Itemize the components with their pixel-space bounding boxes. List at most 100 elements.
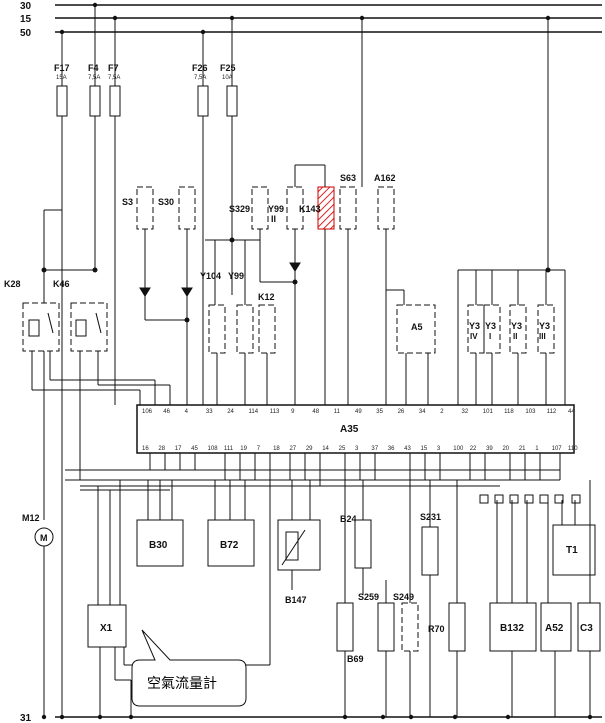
fuse-f26-rating: 7,5A (194, 75, 206, 81)
y3-i-sub-label: I (489, 332, 491, 341)
callout-bubble (131, 629, 247, 707)
ecu-pin-top: 48 (312, 409, 319, 415)
a5-label: A5 (411, 322, 423, 332)
ecu-pin-top: 49 (355, 409, 362, 415)
fuse-f17-label: F17 (54, 63, 70, 73)
ecu-pin-top: 24 (227, 409, 234, 415)
ecu-pin-bottom: 108 (208, 446, 219, 452)
ecu-pin-top: 35 (376, 409, 383, 415)
y3-iii-label: Y3 (539, 321, 550, 331)
ecu-pin-bottom: 39 (486, 446, 493, 452)
fuse-f7-label: F7 (108, 63, 119, 73)
ecu-pin-bottom: 20 (502, 446, 509, 452)
y3-iv-sub-label: IV (470, 332, 478, 341)
ecu-pin-bottom: 14 (322, 446, 329, 452)
ecu-pin-bottom: 100 (453, 446, 464, 452)
t1-label: T1 (566, 545, 578, 556)
ecu-pin-bottom: 18 (273, 446, 280, 452)
ecu-pin-bottom: 16 (142, 446, 149, 452)
ecu-pin-bottom: 107 (552, 446, 563, 452)
ecu-pin-top: 9 (291, 409, 295, 415)
s63-label: S63 (340, 173, 356, 183)
ecu-pin-top: 46 (163, 409, 170, 415)
callout-text: 空氣流量計 (147, 676, 217, 692)
s30-label: S30 (158, 197, 174, 207)
s259-label: S259 (358, 592, 379, 602)
s329-label: S329 (229, 204, 250, 214)
rail-30-label: 30 (20, 1, 32, 12)
y3-ii-sub-label: II (513, 332, 517, 341)
ecu-pin-top: 44 (568, 409, 575, 415)
ecu-pin-top: 114 (249, 409, 259, 415)
ecu-pin-top: 34 (419, 409, 426, 415)
ecu-pin-bottom: 15 (421, 446, 428, 452)
r70-label: R70 (428, 624, 445, 634)
ecu-pin-top: 33 (206, 409, 213, 415)
ecu-pin-bottom: 1 (535, 446, 539, 452)
ecu-pin-top: 103 (525, 409, 536, 415)
ecu-pin-top: 118 (504, 409, 514, 415)
ecu-pin-bottom: 3 (355, 446, 359, 452)
a162-label: A162 (374, 173, 396, 183)
ecu-pin-bottom: 36 (388, 446, 395, 452)
fuse-f7-rating: 7,5A (108, 75, 120, 81)
fuse-f26-label: F26 (192, 63, 208, 73)
ecu-a35 (136, 404, 575, 454)
ecu-pin-bottom: 37 (371, 446, 378, 452)
fuse-f4-rating: 7,5A (88, 75, 100, 81)
ecu-pin-bottom: 25 (339, 446, 346, 452)
ecu-pin-bottom: 22 (470, 446, 477, 452)
ecu-pin-top: 26 (398, 409, 405, 415)
x1-label: X1 (100, 623, 113, 634)
fuse-f25-rating: 10A (222, 75, 233, 81)
ecu-pin-bottom: 29 (306, 446, 313, 452)
ecu-pin-bottom: 43 (404, 446, 411, 452)
b72-label: B72 (220, 540, 239, 551)
ecu-pin-bottom: 17 (175, 446, 182, 452)
b69-label: B69 (347, 654, 364, 664)
rail-31-label: 31 (20, 713, 32, 723)
ecu-pin-top: 101 (483, 409, 494, 415)
ecu-pin-top: 2 (440, 409, 444, 415)
s3-label: S3 (122, 197, 133, 207)
fuse-f4-label: F4 (88, 63, 99, 73)
ecu-a35-label: A35 (340, 424, 359, 435)
y3-ii-label: Y3 (511, 321, 522, 331)
y104-label: Y104 (200, 271, 221, 281)
y3-iii-sub-label: III (539, 332, 546, 341)
ecu-pin-bottom: 28 (158, 446, 165, 452)
ecu-pin-bottom: 3 (437, 446, 441, 452)
y99-label: Y99 (228, 271, 244, 281)
ecu-pin-bottom: 19 (240, 446, 247, 452)
ecu-pin-bottom: 45 (191, 446, 198, 452)
y3-iv-label: Y3 (469, 321, 480, 331)
b132-label: B132 (500, 623, 524, 634)
y3-i-label: Y3 (485, 321, 496, 331)
ecu-pin-top: 112 (547, 409, 557, 415)
a52-label: A52 (545, 623, 564, 634)
b24-label: B24 (340, 514, 357, 524)
ecu-pin-bottom: 110 (568, 446, 578, 452)
y99-ii-label: Y99 (268, 204, 284, 214)
fuse-f25-label: F25 (220, 63, 236, 73)
k46-label: K46 (53, 279, 70, 289)
ecu-pin-bottom: 21 (519, 446, 526, 452)
c3-label: C3 (580, 623, 593, 634)
k28-label: K28 (4, 279, 21, 289)
rail-50-label: 50 (20, 28, 32, 39)
ecu-pin-bottom: 27 (289, 446, 296, 452)
ecu-pin-bottom: 111 (224, 446, 234, 452)
ecu-pin-top: 4 (185, 409, 189, 415)
k143-label: K143 (299, 204, 321, 214)
k12-label: K12 (258, 292, 275, 302)
m12-label: M12 (22, 513, 40, 523)
s249-label: S249 (393, 592, 414, 602)
ecu-pin-top: 11 (334, 409, 341, 415)
ecu-pin-top: 32 (462, 409, 469, 415)
rail-15-label: 15 (20, 14, 32, 25)
b30-label: B30 (149, 540, 168, 551)
